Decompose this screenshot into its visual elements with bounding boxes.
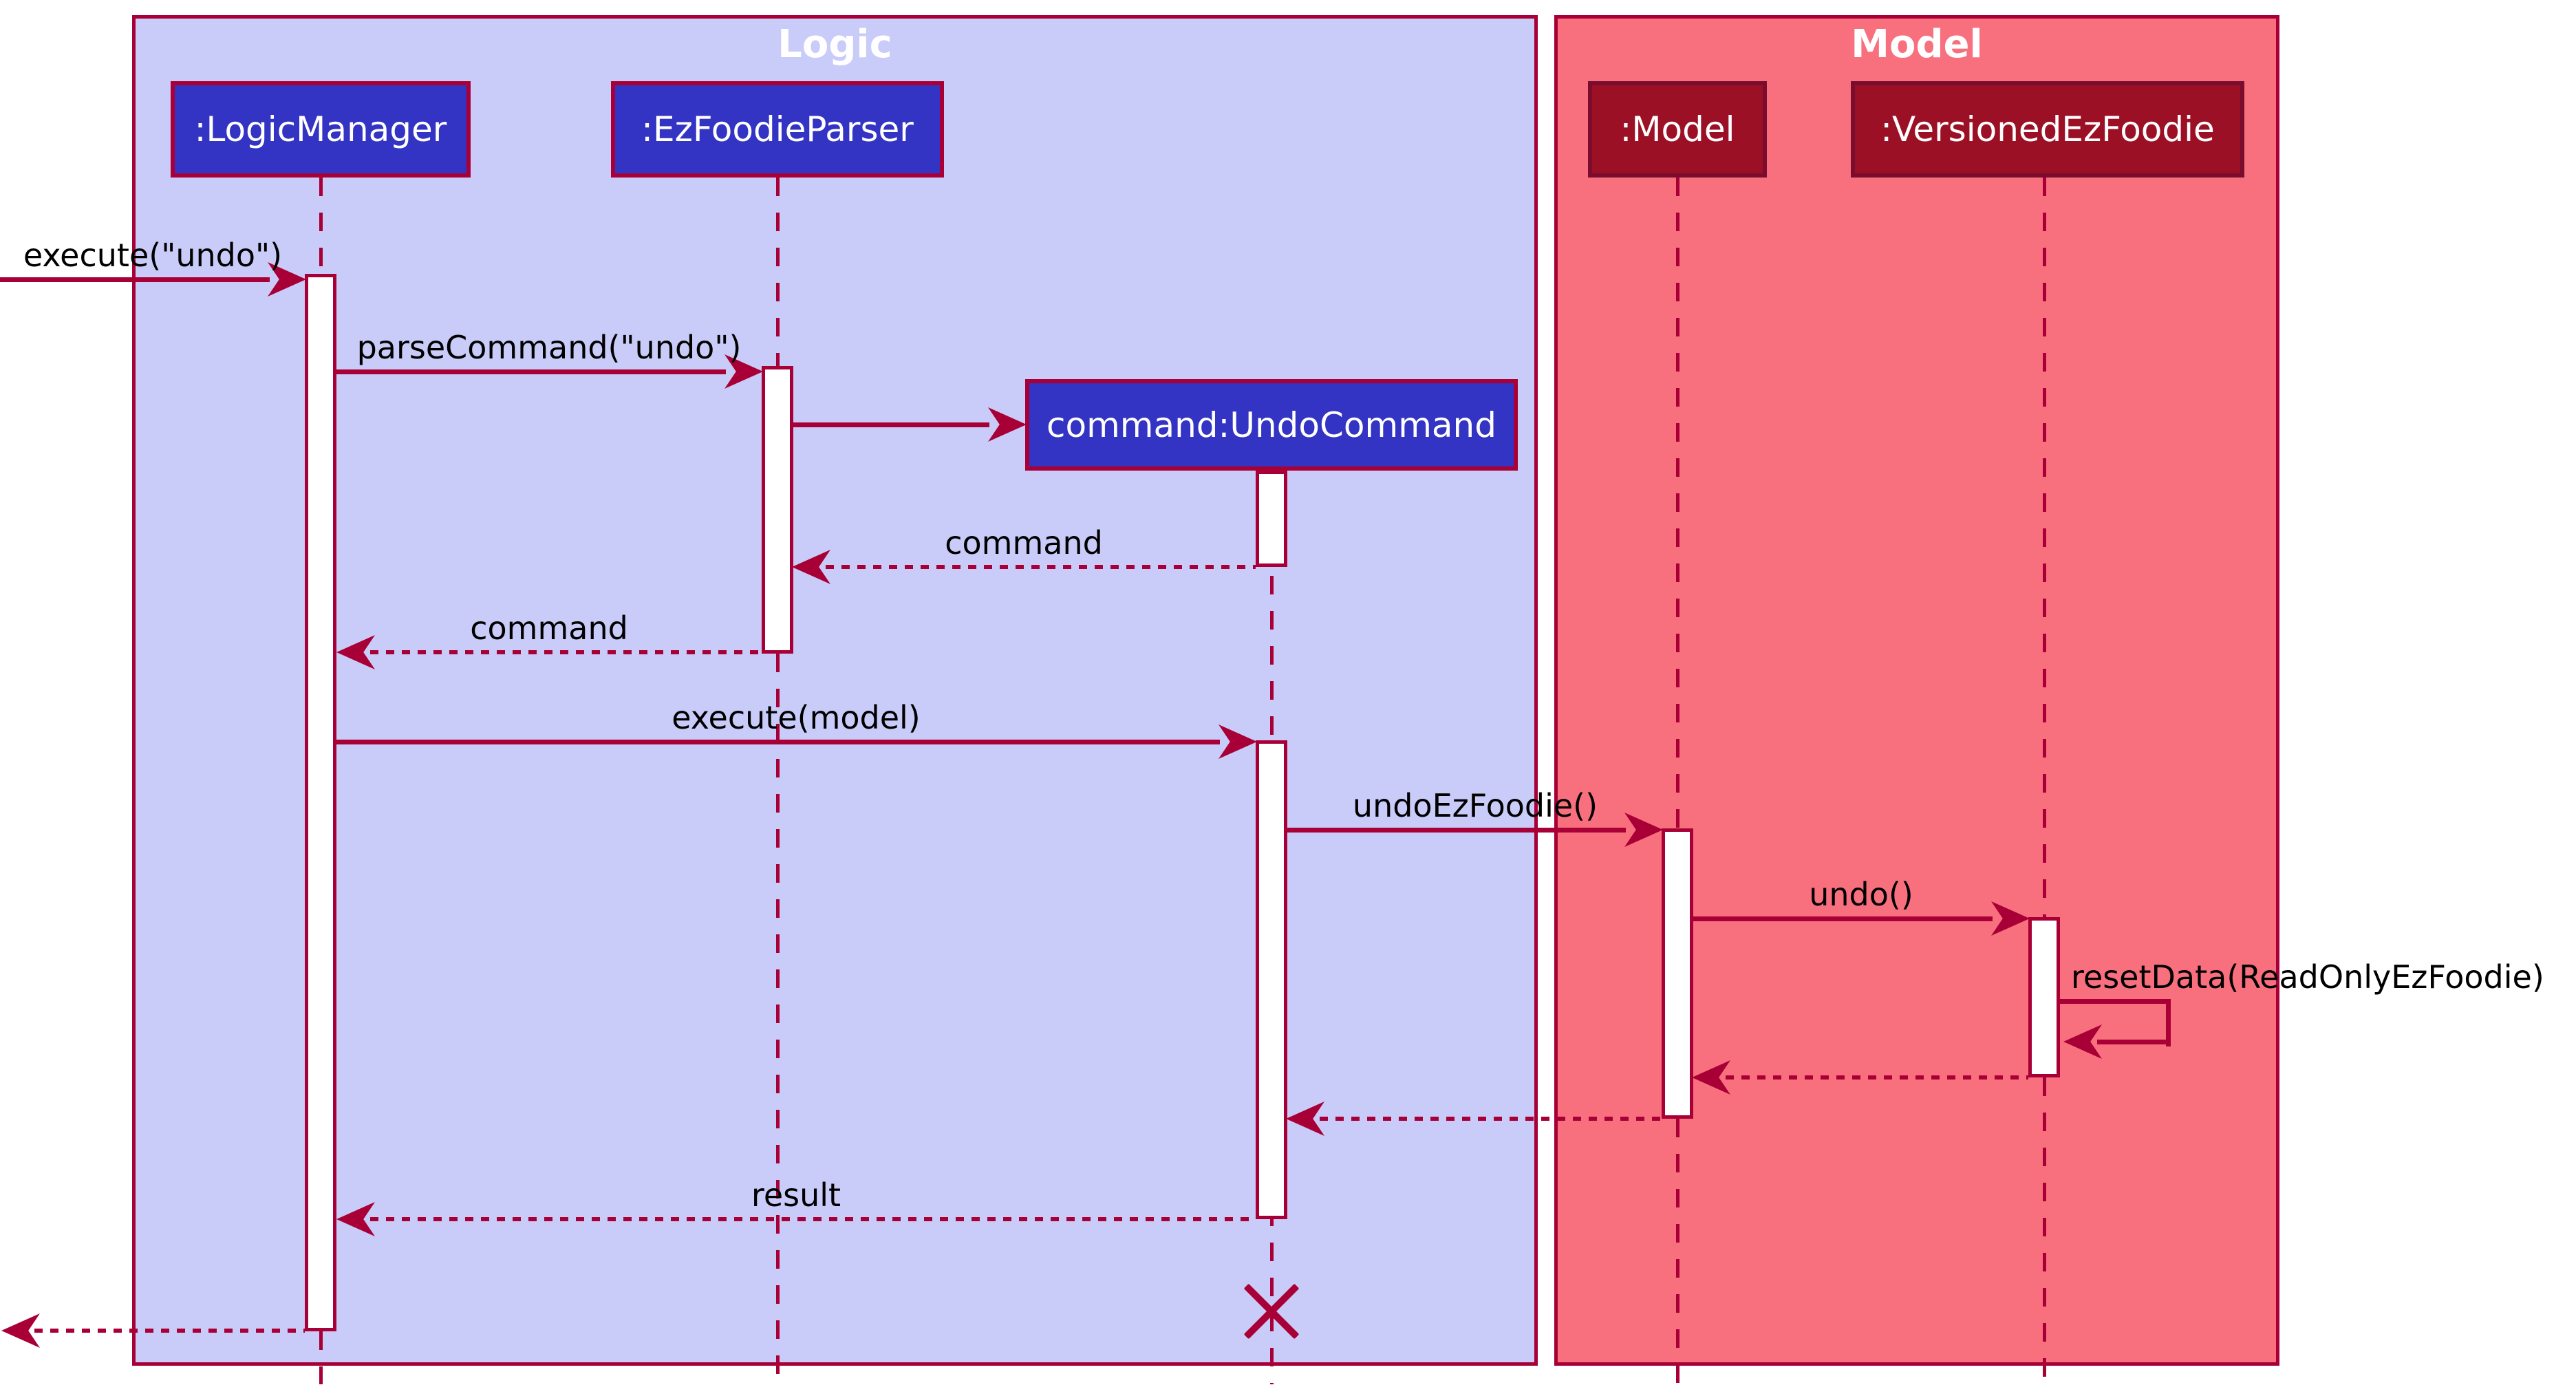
logic-frame-title: Logic <box>777 22 892 67</box>
message-line-result <box>370 1217 1256 1221</box>
participant-model: :Model <box>1588 81 1767 178</box>
model-frame-title: Model <box>1851 22 1983 67</box>
logic-frame <box>132 15 1538 1366</box>
lifeline-model <box>1676 178 1679 828</box>
message-line-execute-model <box>336 740 1220 744</box>
lifeline-logic-manager <box>319 178 323 274</box>
message-label-undo-ezfoodie: undoEzFoodie() <box>1352 787 1598 824</box>
message-line-undo <box>1693 916 1993 921</box>
activation-logic-manager <box>305 274 336 1331</box>
message-label-return-command-1: command <box>945 524 1103 561</box>
activation-versioned-ezfoodie <box>2028 917 2060 1077</box>
message-line-reset-data-back <box>2097 1040 2171 1044</box>
message-line-return-vef-model <box>1726 1075 2028 1080</box>
message-line-reset-data-side <box>2166 999 2171 1046</box>
message-line-return-external <box>34 1329 305 1333</box>
activation-undo-command-1 <box>1256 471 1287 567</box>
message-label-reset-data: resetData(ReadOnlyEzFoodie) <box>2071 958 2544 996</box>
message-label-execute-undo: execute("undo") <box>23 237 283 274</box>
lifeline-ezfoodie-parser <box>776 654 780 1384</box>
activation-undo-command-2 <box>1256 740 1287 1219</box>
activation-model <box>1662 828 1693 1119</box>
participant-label: :EzFoodieParser <box>641 109 914 149</box>
lifeline-model <box>1676 1119 1679 1384</box>
participant-label: :LogicManager <box>194 109 447 149</box>
participant-label: :Model <box>1620 109 1735 149</box>
participant-logic-manager: :LogicManager <box>171 81 471 178</box>
message-line-return-command-2 <box>370 650 762 654</box>
message-label-parse-command: parseCommand("undo") <box>356 329 742 366</box>
message-line-execute-undo <box>0 277 270 282</box>
message-label-undo: undo() <box>1809 876 1913 913</box>
lifeline-logic-manager <box>319 1331 323 1384</box>
lifeline-versioned-ezfoodie <box>2043 178 2046 917</box>
activation-ezfoodie-parser <box>762 366 793 654</box>
participant-ezfoodie-parser: :EzFoodieParser <box>611 81 944 178</box>
message-label-result: result <box>751 1177 841 1214</box>
message-label-return-command-2: command <box>470 610 628 647</box>
message-line-reset-data-out <box>2060 999 2171 1004</box>
message-line-parse-command <box>336 369 726 374</box>
lifeline-versioned-ezfoodie <box>2043 1077 2046 1384</box>
message-line-return-command-1 <box>826 565 1256 569</box>
message-label-execute-model: execute(model) <box>672 699 921 736</box>
participant-label: command:UndoCommand <box>1046 405 1496 445</box>
participant-versioned-ezfoodie: :VersionedEzFoodie <box>1851 81 2244 178</box>
message-line-create-undo-command <box>793 422 989 427</box>
lifeline-ezfoodie-parser <box>776 178 780 366</box>
message-line-undo-ezfoodie <box>1287 828 1626 833</box>
model-frame <box>1554 15 2279 1366</box>
participant-undo-command: command:UndoCommand <box>1025 379 1518 471</box>
message-line-return-model-undo-command <box>1320 1117 1662 1121</box>
participant-label: :VersionedEzFoodie <box>1880 109 2215 149</box>
